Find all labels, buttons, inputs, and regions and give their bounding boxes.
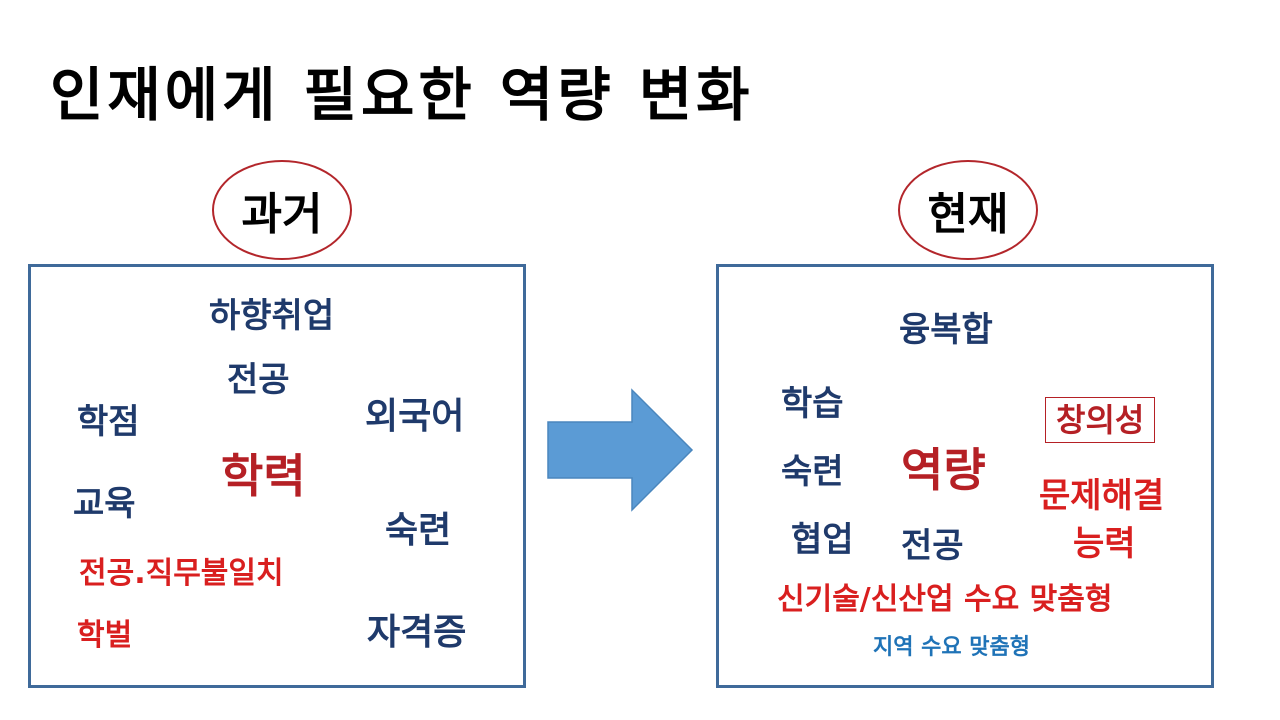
keyword-problem-solving-line2: 능력: [1073, 524, 1136, 564]
past-label-circle: 과거: [212, 160, 352, 260]
present-label: 현재: [927, 189, 1009, 240]
keyword-regional-demand: 지역 수요 맞춤형: [873, 635, 1030, 660]
keyword-major: 전공: [227, 360, 290, 400]
keyword-learning: 학습: [781, 384, 844, 424]
keyword-problem-solving-line1: 문제해결: [1039, 476, 1165, 516]
past-label: 과거: [241, 189, 323, 240]
keyword-downward-employment: 하향취업: [209, 296, 335, 336]
keyword-convergence: 융복합: [899, 310, 993, 350]
keyword-new-tech-demand: 신기술/신산업 수요 맞춤형: [777, 582, 1113, 617]
keyword-skill: 숙련: [781, 452, 844, 492]
slide-title: 인재에게 필요한 역량 변화: [50, 61, 754, 129]
keyword-collaboration: 협업: [791, 520, 854, 560]
present-label-circle: 현재: [898, 160, 1038, 260]
keyword-education: 교육: [73, 484, 136, 524]
keyword-foreign-language: 외국어: [365, 396, 465, 437]
keyword-major: 전공: [901, 526, 964, 566]
keyword-creativity: 창의성: [1045, 397, 1156, 443]
keyword-skill: 숙련: [385, 510, 452, 551]
right-arrow-icon: [547, 388, 694, 512]
past-box: 하향취업 전공 학점 외국어 학력 교육 숙련 전공.직무불일치 자격증 학벌: [28, 264, 526, 688]
present-box: 융복합 학습 창의성 숙련 역량 문제해결 능력 협업 전공 신기술/신산업 수…: [716, 264, 1214, 688]
keyword-school-clique: 학벌: [77, 618, 133, 653]
keyword-major-job-mismatch: 전공.직무불일치: [79, 556, 284, 591]
keyword-competency: 역량: [901, 443, 986, 497]
keyword-academic-background: 학력: [221, 449, 306, 503]
keyword-certificate: 자격증: [367, 612, 467, 653]
keyword-grades: 학점: [77, 402, 140, 442]
